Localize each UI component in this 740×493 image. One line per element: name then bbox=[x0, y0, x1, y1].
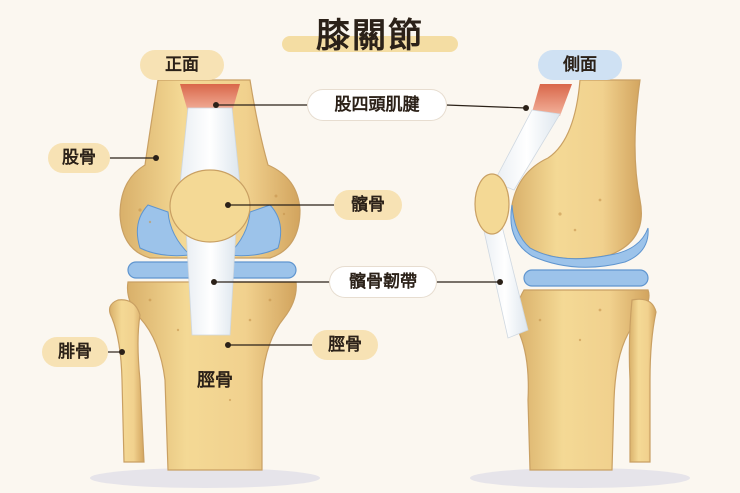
page-title: 膝關節 bbox=[316, 16, 424, 56]
front-leader-lines bbox=[108, 104, 334, 353]
side-ground-shadow bbox=[470, 468, 690, 488]
label-patella: 髕骨 bbox=[334, 190, 402, 220]
front-bone-texture bbox=[138, 194, 286, 402]
side-patella bbox=[474, 173, 510, 235]
tibia-inline-text: 脛骨 bbox=[197, 370, 233, 391]
label-femur: 股骨 bbox=[48, 143, 110, 173]
side-meniscus bbox=[523, 269, 649, 287]
label-patellar-ligament: 髕骨韌帶 bbox=[330, 267, 436, 297]
side-quadriceps-tendon bbox=[493, 109, 561, 191]
front-leader-dots bbox=[119, 102, 231, 355]
front-femur-cartilage-left bbox=[136, 204, 192, 257]
front-fibula bbox=[108, 299, 145, 463]
side-tibia bbox=[516, 289, 650, 471]
side-femur bbox=[510, 79, 642, 260]
label-fibula: 腓骨 bbox=[42, 337, 108, 367]
front-view-knee bbox=[90, 79, 334, 488]
label-tibia: 脛骨 bbox=[312, 330, 378, 360]
front-ground-shadow bbox=[90, 468, 320, 488]
front-patella bbox=[169, 169, 251, 243]
side-bone-texture bbox=[538, 198, 602, 342]
front-femur-cartilage-right bbox=[226, 204, 282, 257]
label-quadriceps-tendon: 股四頭肌腱 bbox=[308, 90, 446, 120]
side-fibula bbox=[628, 298, 657, 463]
front-view-label: 正面 bbox=[140, 50, 224, 80]
side-quadriceps-muscle bbox=[532, 84, 572, 116]
side-view-label: 側面 bbox=[538, 50, 622, 80]
title-underline bbox=[282, 36, 458, 52]
side-leader-lines bbox=[436, 104, 527, 283]
side-femur-cartilage bbox=[510, 204, 649, 268]
side-view-knee bbox=[436, 79, 690, 488]
